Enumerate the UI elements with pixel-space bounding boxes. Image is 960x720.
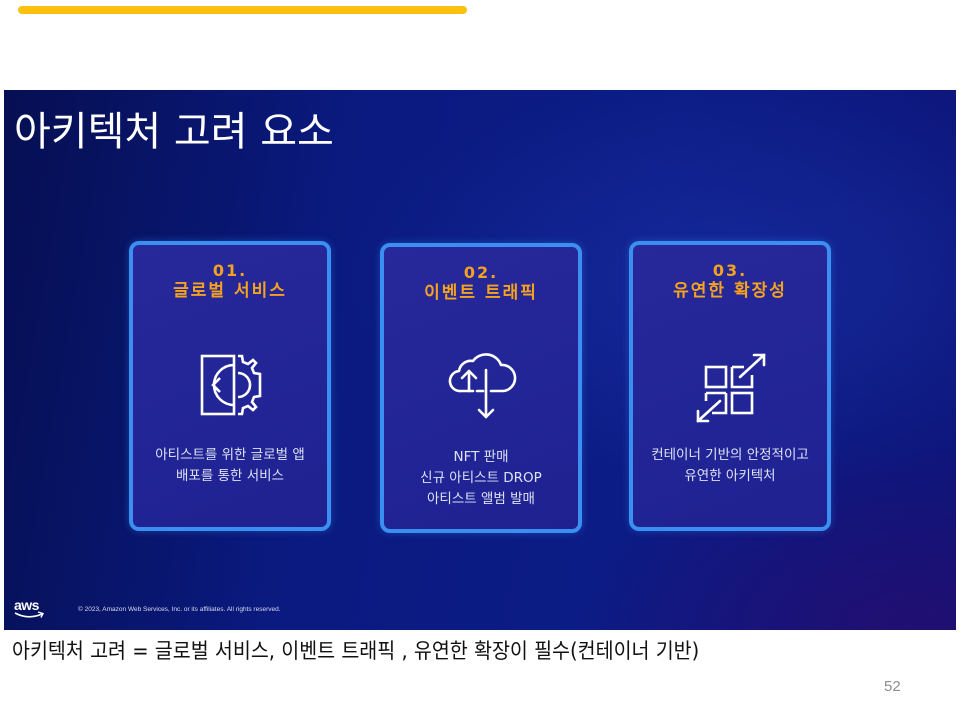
card-description: 아티스트를 위한 글로벌 앱 배포를 통한 서비스 <box>139 445 321 487</box>
card-description-line: 아티스트를 위한 글로벌 앱 <box>155 447 305 463</box>
card-number: 02. <box>463 263 499 282</box>
card-description-line: NFT 판매 <box>453 449 509 465</box>
card-heading: 이벤트 트래픽 <box>424 283 538 303</box>
card-heading: 글로벌 서비스 <box>173 281 287 301</box>
app-gear-icon <box>190 345 270 425</box>
card-description-line: 컨테이너 기반의 안정적이고 <box>651 447 809 463</box>
copyright-text: © 2023, Amazon Web Services, Inc. or its… <box>78 606 281 613</box>
aws-smile-icon <box>14 611 44 618</box>
card-description: NFT 판매 신규 아티스트 DROP 아티스트 앨범 발매 <box>390 447 572 510</box>
card-description-line: 신규 아티스트 DROP <box>420 470 542 486</box>
grid-expand-icon <box>690 345 770 425</box>
page-number: 52 <box>884 678 901 695</box>
card-description-line: 아티스트 앨범 발매 <box>427 491 535 507</box>
aws-logo: aws <box>14 598 44 622</box>
card-global-service: 01. 글로벌 서비스 아티스트를 위한 글로벌 앱 배포를 통한 서비스 <box>129 241 331 531</box>
card-description: 컨테이너 기반의 안정적이고 유연한 아키텍처 <box>639 445 821 487</box>
card-event-traffic: 02. 이벤트 트래픽 NFT 판매 신규 아티스트 DROP 아티스트 앨범 … <box>380 243 582 533</box>
slide: 아키텍처 고려 요소 01. 글로벌 서비스 아티스트를 위한 글로벌 앱 배포… <box>4 90 956 630</box>
card-heading: 유연한 확장성 <box>673 281 787 301</box>
aws-logo-text: aws <box>14 597 39 613</box>
card-flexible-scalability: 03. 유연한 확장성 컨테이너 기반의 안정적이고 유연한 아키텍처 <box>629 241 831 531</box>
card-number: 01. <box>212 261 248 280</box>
slide-caption: 아키텍처 고려 = 글로벌 서비스, 이벤트 트래픽 , 유연한 확장이 필수(… <box>12 639 700 663</box>
slide-title: 아키텍처 고려 요소 <box>14 109 334 155</box>
card-description-line: 배포를 통한 서비스 <box>176 468 284 484</box>
accent-bar <box>18 6 467 14</box>
card-description-line: 유연한 아키텍처 <box>684 468 776 484</box>
card-number: 03. <box>712 261 748 280</box>
cloud-upload-download-icon <box>441 343 521 423</box>
